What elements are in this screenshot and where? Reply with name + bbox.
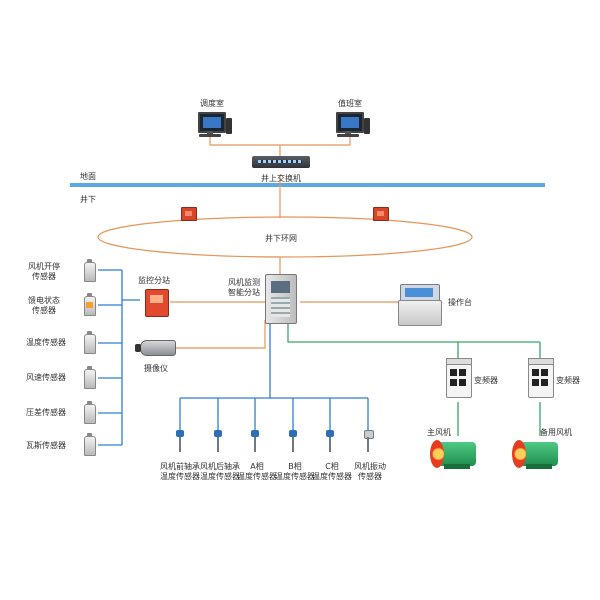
fan-monitor-substation-icon: [265, 274, 297, 324]
temperature-sensor-label: 温度传感器: [26, 338, 66, 347]
camera-icon: [135, 340, 176, 356]
methane-sensor-icon: [84, 433, 96, 456]
bearing-front-temp-label: 风机前轴承 温度传感器: [160, 462, 200, 481]
ring-network-ellipse: [97, 216, 473, 258]
monitor-substation-label: 监控分站: [138, 276, 170, 285]
fan-vibration-label: 风机振动 传感器: [354, 462, 386, 481]
pressure-diff-sensor-icon: [84, 401, 96, 424]
surface-switch-icon: [252, 156, 310, 168]
methane-sensor-label: 瓦斯传感器: [26, 441, 66, 450]
backup-fan-label: 备用风机: [540, 428, 572, 437]
dispatch-room-label: 调度室: [200, 99, 224, 108]
vfd-bus: [287, 322, 540, 343]
duty-computer-icon: [334, 112, 370, 137]
temperature-sensor-icon: [84, 331, 96, 354]
main-fan-icon: [430, 440, 476, 469]
dispatch-computer-icon: [196, 112, 232, 137]
vfd-2-icon: [528, 364, 554, 398]
ring-network-label: 井下环网: [265, 234, 297, 243]
phase-c-temp-label: C相 温度传感器: [312, 462, 352, 481]
ground-label: 地面: [80, 172, 96, 181]
vfd-1-icon: [446, 364, 472, 398]
wind-speed-sensor-label: 风速传感器: [26, 373, 66, 382]
console-label: 操作台: [448, 298, 472, 307]
phase-b-temp-probe-icon: [288, 430, 298, 452]
power-status-sensor-icon: [84, 293, 96, 316]
underground-label: 井下: [80, 195, 96, 204]
phase-b-temp-label: B相 温度传感器: [275, 462, 315, 481]
link-camera-to-substation: [175, 320, 266, 349]
camera-label: 摄像仪: [144, 364, 168, 373]
bearing-rear-temp-label: 风机后轴承 温度传感器: [200, 462, 240, 481]
link-pcs-to-switch: [209, 135, 351, 146]
vfd-2-label: 变频器: [556, 376, 580, 385]
vfd-1-label: 变频器: [474, 376, 498, 385]
console-icon: [398, 284, 442, 326]
duty-room-label: 值班室: [338, 99, 362, 108]
fan-switch-sensor-icon: [84, 259, 96, 282]
phase-a-temp-label: A相 温度传感器: [237, 462, 277, 481]
fan-vibration-probe-icon: [363, 430, 374, 452]
phase-c-temp-probe-icon: [325, 430, 335, 452]
power-status-sensor-label: 馈电状态 传感器: [28, 296, 60, 315]
fan-switch-sensor-label: 风机开停 传感器: [28, 262, 60, 281]
surface-switch-label: 井上交换机: [261, 174, 301, 183]
pressure-diff-sensor-label: 压差传感器: [26, 408, 66, 417]
vfd-1-cap: [446, 358, 472, 365]
ring-switch-right-icon: [373, 207, 389, 221]
vfd-2-cap: [528, 358, 554, 365]
backup-fan-icon: [512, 440, 558, 469]
phase-a-temp-probe-icon: [250, 430, 260, 452]
bearing-front-temp-probe-icon: [175, 430, 185, 452]
fan-monitor-substation-label: 风机监测 智能分站: [228, 278, 260, 297]
wind-speed-sensor-icon: [84, 366, 96, 389]
ring-switch-left-icon: [181, 207, 197, 221]
main-fan-label: 主风机: [427, 428, 451, 437]
monitor-substation-icon: [145, 289, 169, 317]
bearing-rear-temp-probe-icon: [213, 430, 223, 452]
